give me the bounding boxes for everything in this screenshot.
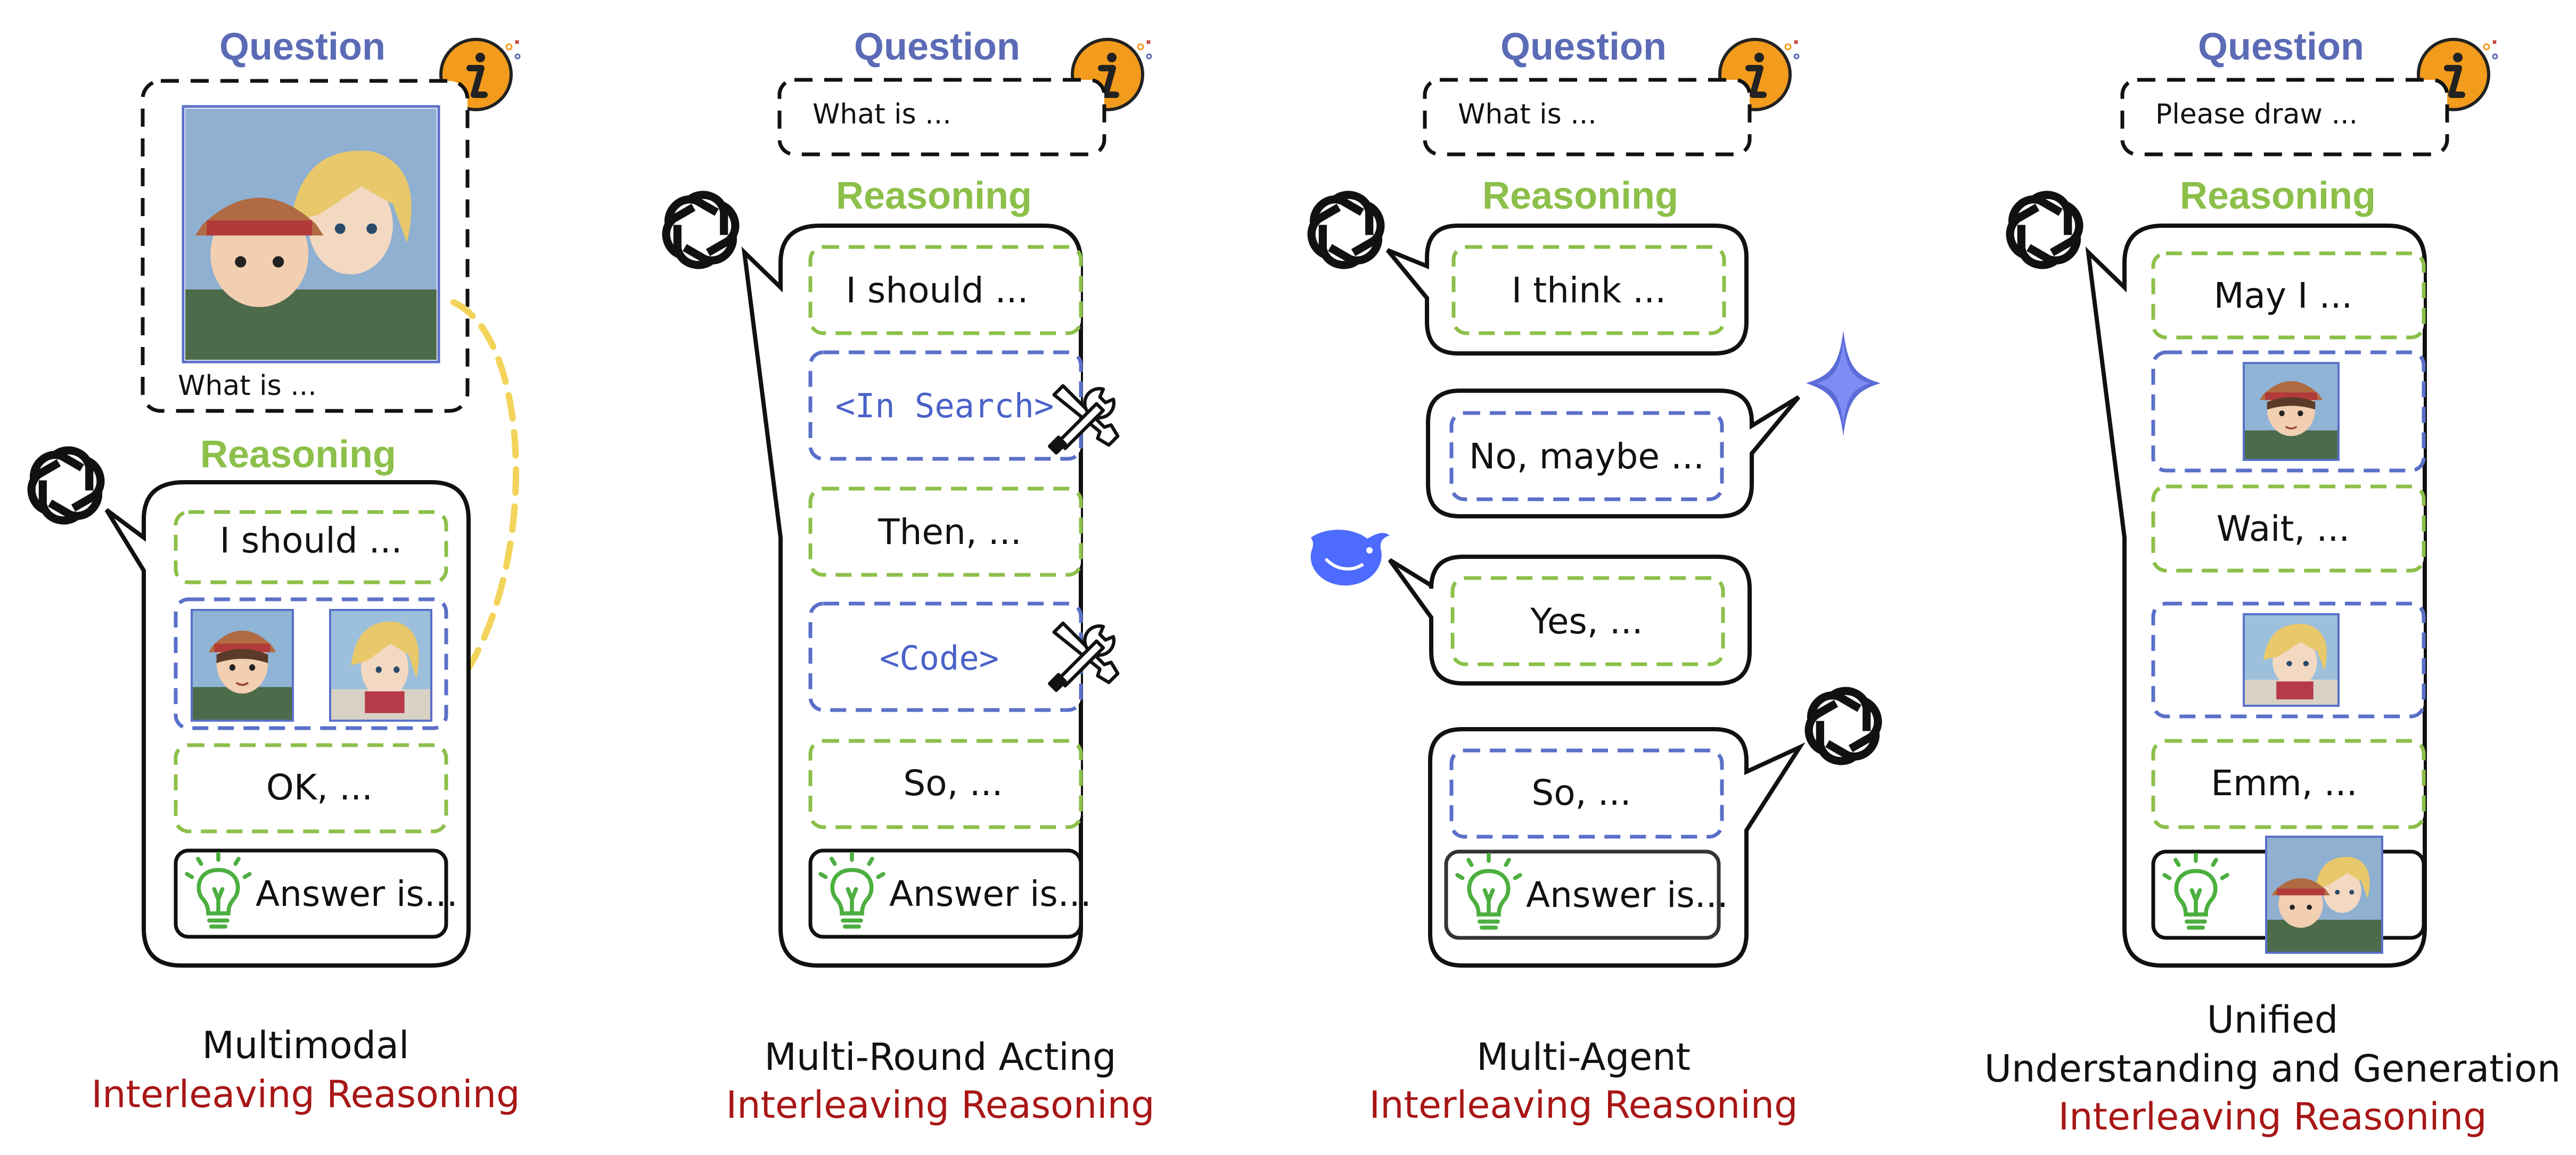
panel-multimodal: Question What is ... Reasoning I should …: [24, 26, 520, 1116]
caption-subtitle: Interleaving Reasoning: [1369, 1083, 1798, 1127]
agent-message: I think ...: [1512, 270, 1666, 311]
reasoning-label: Reasoning: [1482, 175, 1678, 217]
question-image: [182, 105, 440, 364]
answer-box: [808, 848, 1083, 939]
caption-subtitle: Interleaving Reasoning: [2058, 1095, 2487, 1138]
step-image-1: [191, 609, 294, 722]
panel-multi-agent: Question What is ... Reasoning I think .…: [1304, 26, 1885, 1127]
agent-message: So, ...: [1531, 772, 1631, 813]
generated-image: [2243, 613, 2340, 707]
reasoning-step: May I ...: [2214, 275, 2353, 316]
caption-subtitle: Interleaving Reasoning: [92, 1072, 520, 1116]
answer-box: [174, 848, 448, 939]
reasoning-step: So, ...: [903, 763, 1003, 804]
question-label: Question: [219, 26, 385, 68]
gemini-star-icon: [1806, 330, 1881, 436]
question-text: What is ...: [178, 370, 317, 402]
openai-logo-icon: [2003, 192, 2087, 268]
question-label: Question: [854, 26, 1020, 68]
answer-text: Answer is...: [256, 873, 458, 914]
reasoning-step: OK, ...: [266, 767, 373, 808]
answer-box: [1444, 849, 1721, 940]
caption-middle: Understanding and Generation: [1984, 1047, 2561, 1091]
reasoning-step: Wait, ...: [2217, 508, 2350, 549]
answer-image: [2265, 836, 2383, 954]
openai-logo-icon: [24, 448, 108, 523]
answer-text: Answer is...: [889, 873, 1092, 914]
reasoning-label: Reasoning: [200, 433, 396, 476]
question-text: What is ...: [1458, 98, 1597, 130]
caption-title: Unified: [2207, 998, 2339, 1042]
openai-logo-icon: [1801, 688, 1885, 764]
panel-unified-understanding-generation: Question Please draw ... Reasoning May I…: [1984, 26, 2561, 1138]
deepseek-whale-icon: [1310, 530, 1390, 585]
caption-title: Multi-Round Acting: [765, 1035, 1117, 1079]
agent-message: Yes, ...: [1530, 601, 1643, 642]
caption-title: Multimodal: [202, 1024, 409, 1067]
question-label: Question: [1500, 26, 1667, 68]
reasoning-label: Reasoning: [836, 175, 1032, 217]
step-image-2: [329, 609, 432, 722]
code-tool-call: <Code>: [880, 639, 999, 678]
search-tool-call: <In Search>: [835, 386, 1054, 425]
answer-text: Answer is...: [1526, 874, 1728, 915]
caption-subtitle: Interleaving Reasoning: [726, 1083, 1155, 1127]
reasoning-step: I should ...: [219, 520, 402, 561]
question-label: Question: [2198, 26, 2364, 68]
reasoning-step: Emm, ...: [2211, 763, 2357, 804]
image-reference-arrow: [444, 299, 520, 700]
question-box: [2120, 78, 2449, 156]
reasoning-step: Then, ...: [877, 512, 1021, 552]
generated-image: [2243, 362, 2340, 461]
openai-logo-icon: [1304, 192, 1388, 268]
panel-multi-round-acting: Question What is ... Reasoning I should …: [659, 26, 1155, 1127]
caption-title: Multi-Agent: [1476, 1035, 1691, 1079]
agent-message: No, maybe ...: [1469, 436, 1704, 477]
reasoning-step: I should ...: [846, 270, 1028, 311]
reasoning-label: Reasoning: [2180, 175, 2376, 217]
question-text: What is ...: [813, 98, 951, 130]
question-box: [777, 78, 1106, 156]
openai-logo-icon: [659, 192, 743, 268]
question-text: Please draw ...: [2155, 98, 2358, 130]
question-box: [1423, 78, 1752, 156]
